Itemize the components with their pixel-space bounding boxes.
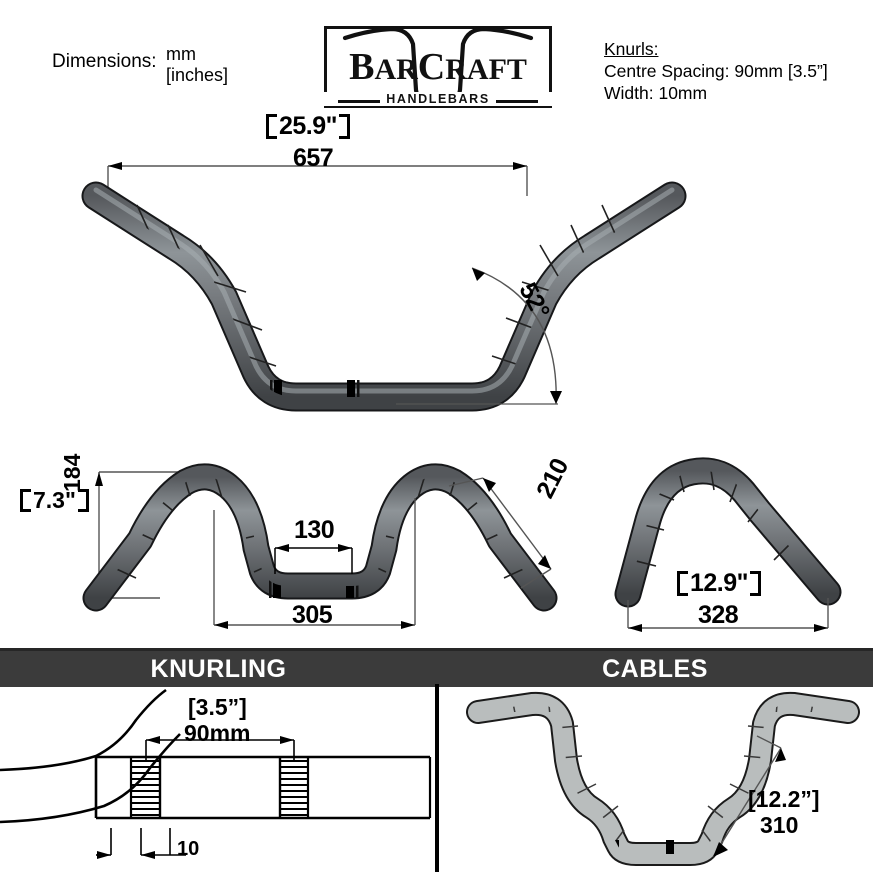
side-center-dimension-line bbox=[274, 547, 353, 574]
knurl-band-left bbox=[131, 757, 162, 818]
cables-section-banner: CABLES bbox=[437, 648, 873, 687]
knurls-spacing-text: Centre Spacing: 90mm [3.5”] bbox=[604, 61, 828, 81]
front-width-inch-label: 25.9" bbox=[266, 112, 351, 141]
unit-primary: mm bbox=[166, 44, 196, 64]
logo-wordmark: BARCRAFT bbox=[324, 46, 552, 91]
side-riser-dimension-line bbox=[448, 477, 552, 589]
knurling-section-banner: KNURLING bbox=[0, 648, 437, 687]
knurl-width-label: 10 bbox=[177, 838, 200, 860]
section-divider bbox=[435, 684, 439, 872]
unit-secondary: [inches] bbox=[166, 65, 229, 85]
knurl-spacing-inch-label: [3.5”] bbox=[188, 694, 247, 720]
end-width-inch-label: 12.9" bbox=[677, 569, 762, 598]
cables-length-mm-label: 310 bbox=[760, 812, 799, 838]
cables-banner-text: CABLES bbox=[602, 654, 708, 683]
logo-letter-c: C bbox=[417, 46, 446, 88]
cables-length-dimension-line bbox=[712, 735, 782, 858]
front-angle-indicator bbox=[471, 267, 557, 405]
logo-subtitle: HANDLEBARS bbox=[324, 92, 552, 106]
side-center-mm-label: 130 bbox=[294, 516, 335, 544]
cables-view-handlebar bbox=[466, 691, 860, 866]
side-height-inch-label: 7.3" bbox=[20, 487, 89, 514]
cables-length-inch-label: [12.2”] bbox=[748, 786, 820, 812]
knurl-spacing-mm-label: 90mm bbox=[184, 720, 251, 746]
end-width-mm-label: 328 bbox=[698, 601, 739, 629]
side-span-dimension-line bbox=[213, 498, 416, 626]
knurls-note-title: Knurls: bbox=[604, 39, 659, 59]
dimension-units: mm [inches] bbox=[166, 44, 228, 86]
knurl-band-right bbox=[278, 757, 308, 818]
side-height-mm-label: 184 bbox=[59, 453, 85, 492]
logo-subtitle-text: HANDLEBARS bbox=[380, 92, 496, 106]
dimensions-label: Dimensions: bbox=[52, 51, 157, 72]
knurling-banner-text: KNURLING bbox=[150, 654, 287, 683]
knurl-width-dimension-line bbox=[96, 828, 186, 856]
side-span-mm-label: 305 bbox=[292, 601, 333, 629]
logo-letters-raft: RAFT bbox=[445, 53, 527, 86]
knurls-note: Knurls: Centre Spacing: 90mm [3.5”] Widt… bbox=[604, 38, 828, 104]
end-view-handlebar bbox=[614, 457, 842, 632]
knurl-spacing-dimension-line bbox=[145, 739, 295, 760]
front-view-handlebar bbox=[81, 162, 687, 412]
end-width-dimension-line bbox=[627, 598, 829, 629]
logo-letters-ar: AR bbox=[374, 53, 418, 86]
side-view-handlebar bbox=[82, 463, 558, 629]
front-view-knurl-bands bbox=[270, 380, 360, 397]
front-width-mm-label: 657 bbox=[293, 144, 334, 172]
logo-letter-b: B bbox=[349, 46, 375, 88]
knurls-width-text: Width: 10mm bbox=[604, 83, 708, 103]
